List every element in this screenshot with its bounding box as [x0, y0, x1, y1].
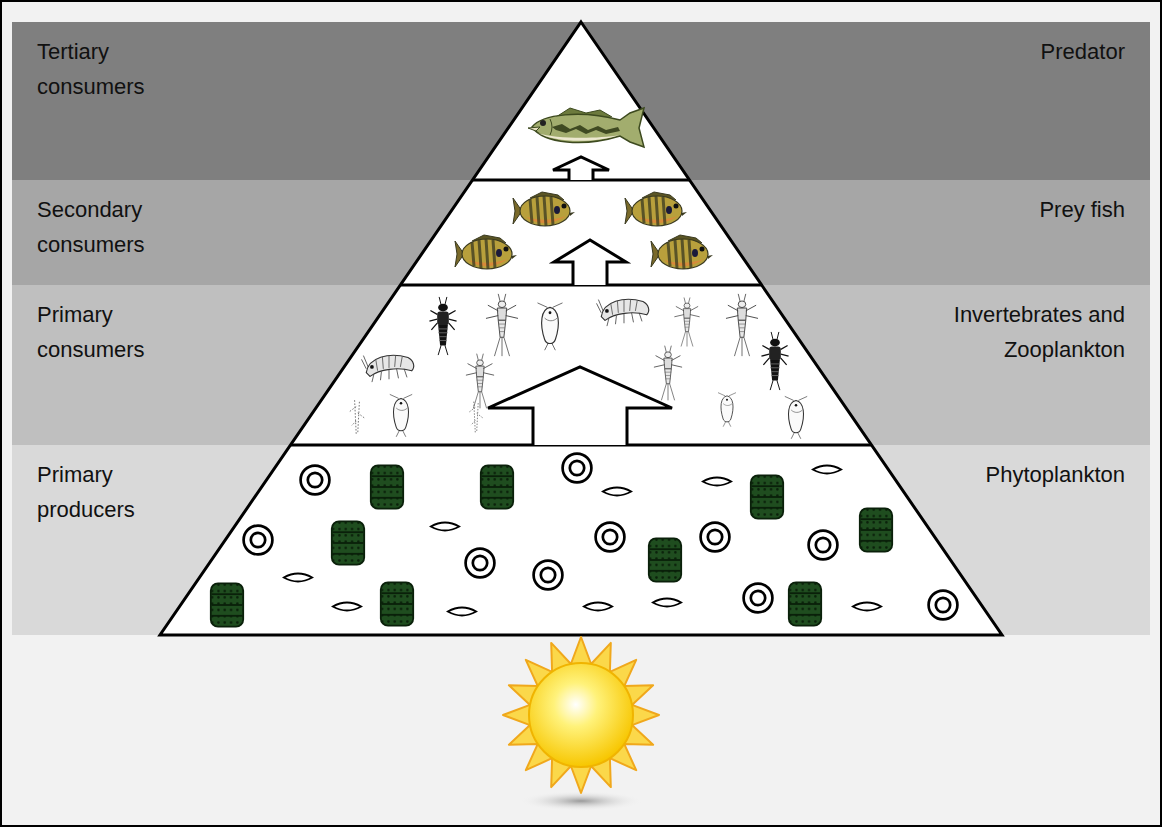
trophic-band: Primary producers Phytoplankton	[12, 445, 1150, 635]
trophic-band: Secondary consumers Prey fish	[12, 180, 1150, 285]
energy-arrow	[554, 240, 626, 285]
level-label: Primary producers	[37, 457, 187, 527]
energy-arrow	[553, 157, 609, 180]
level-label: Secondary consumers	[37, 192, 187, 262]
group-label: Phytoplankton	[910, 457, 1125, 492]
group-label: Predator	[910, 34, 1125, 69]
energy-arrow	[488, 367, 672, 445]
group-label: Prey fish	[910, 192, 1125, 227]
trophic-band: Tertiary consumers Predator	[12, 22, 1150, 180]
level-label: Primary consumers	[37, 297, 187, 367]
trophic-band: Primary consumers Invertebrates and Zoopl…	[12, 285, 1150, 445]
sun	[503, 637, 659, 811]
level-label: Tertiary consumers	[37, 34, 187, 104]
pyramid	[160, 22, 1002, 635]
group-label: Invertebrates and Zooplankton	[910, 297, 1125, 367]
phytoplankton	[211, 454, 958, 627]
